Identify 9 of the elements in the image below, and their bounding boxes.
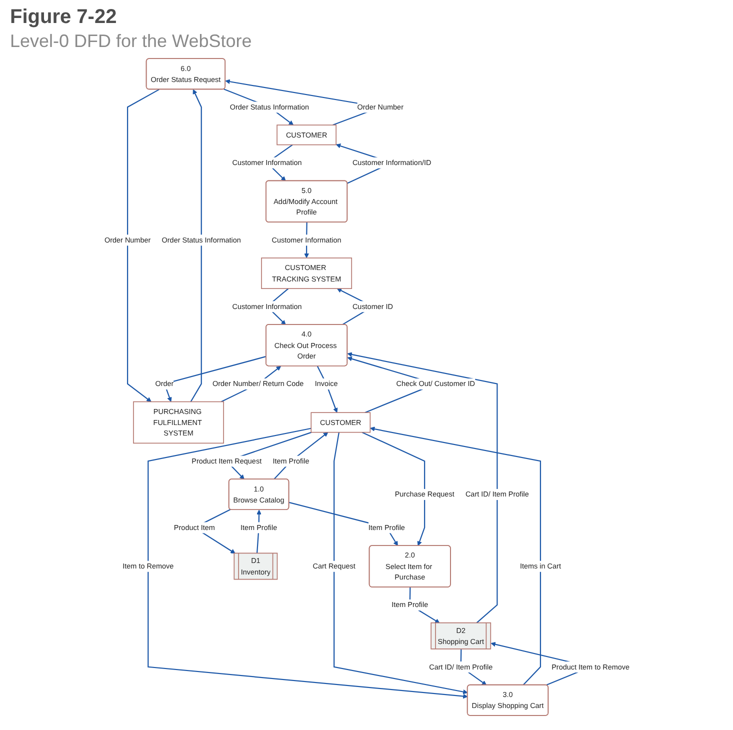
arrow	[333, 432, 468, 694]
figure-caption: Level-0 DFD for the WebStore	[10, 31, 252, 52]
figure-title: Figure 7-22	[10, 6, 117, 29]
arrow	[316, 366, 338, 413]
arrow	[190, 89, 202, 402]
arrow	[361, 432, 425, 546]
arrow	[147, 428, 468, 699]
arrow	[163, 356, 266, 402]
arrow	[126, 88, 159, 402]
